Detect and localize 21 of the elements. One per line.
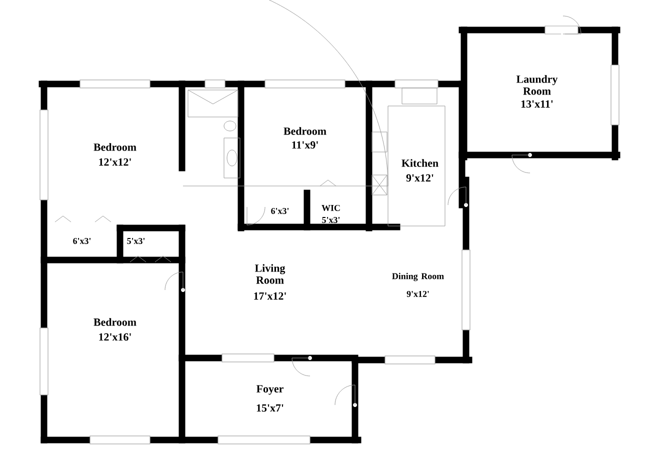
- room-label: 6'x3': [271, 208, 289, 214]
- room-label: 5'x3': [322, 216, 340, 223]
- room-label: Bedroom: [94, 143, 136, 151]
- room-label: Foyer: [256, 385, 284, 395]
- room-label: 6'x3': [73, 238, 91, 244]
- room-label: Living Room: [254, 264, 286, 284]
- dimension-label: 11'x9': [292, 141, 318, 149]
- room-label: Laundry Room: [516, 75, 558, 95]
- dimension-label: 17'x12': [254, 292, 286, 300]
- dimension-label: 13'x11': [521, 100, 553, 108]
- dimension-label: 15'x7': [256, 404, 284, 412]
- room-label: Kitchen: [402, 159, 438, 167]
- room-label: WIC: [322, 204, 340, 212]
- room-label: 9'x12': [406, 290, 429, 297]
- dimension-label: 12'x16': [99, 333, 131, 341]
- room-label: Bedroom: [284, 127, 326, 135]
- dimension-label: 12'x12': [99, 158, 131, 166]
- dimension-label: 9'x12': [406, 174, 434, 182]
- room-label: Bedroom: [94, 318, 136, 326]
- room-label: 5'x3': [127, 238, 145, 244]
- room-label: Dining Room: [392, 272, 444, 282]
